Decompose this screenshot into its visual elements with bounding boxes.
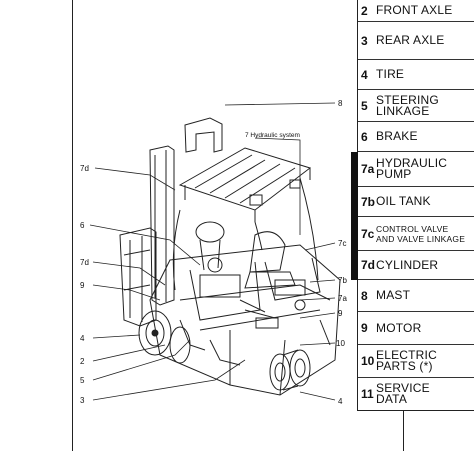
tab-label: OIL TANK [376,194,431,208]
forklift-diagram: 8 7 Hydraulic system 7d 6 7d 9 4 2 5 3 7… [80,99,347,406]
tab-label: CYLINDER [376,257,439,272]
tab-column-bottom [357,410,474,411]
tab-number: 5 [361,98,368,113]
callout-6: 6 [80,221,85,230]
tab-brake[interactable]: 6 BRAKE [358,122,474,152]
caption-hydraulic-system: 7 Hydraulic system [245,132,300,139]
tab-number: 7c [361,226,375,241]
tab-label-line1: SERVICE [376,381,430,395]
tab-number: 4 [361,67,368,82]
callout-7d-top: 7d [80,164,89,173]
tab-label-line1: STEERING [376,92,439,107]
tab-number: 11 [361,387,374,401]
chassis-drawing [149,244,341,396]
callout-7c: 7c [338,239,346,248]
tab-number: 7b [361,194,376,209]
tab-number: 10 [361,354,375,368]
tab-label-line2: PARTS (*) [376,359,433,373]
callout-4-left: 4 [80,334,85,343]
callout-10: 10 [336,339,345,348]
wheels-drawing [138,310,311,391]
tab-rear-axle[interactable]: 3 REAR AXLE [358,22,474,60]
seat-steering-drawing [195,221,296,289]
tab-label: BRAKE [376,129,418,143]
mast-drawing [119,117,223,327]
tab-mast[interactable]: 8 MAST [358,280,474,312]
tab-label-line1: CONTROL VALVE [376,223,449,234]
callout-2: 2 [80,357,85,366]
tab-label: MOTOR [376,320,422,335]
tab-label: MAST [376,288,411,302]
hydraulic-section-marker [351,152,358,280]
tab-oil-tank[interactable]: 7b OIL TANK [358,187,474,217]
callout-labels: 8 7 Hydraulic system 7d 6 7d 9 4 2 5 3 7… [80,99,347,406]
callout-9-left: 9 [80,281,85,290]
bottom-stem-line [403,410,404,451]
tab-label: TIRE [376,67,405,81]
overhead-guard-drawing [172,147,319,291]
tab-label-line2: PUMP [376,167,412,181]
tab-label: REAR AXLE [376,33,445,47]
left-border-line [72,0,73,451]
callout-4-bottom: 4 [338,397,343,406]
callout-3: 3 [80,396,85,405]
leader-lines [89,102,336,401]
tab-number: 7d [361,258,376,272]
tab-tire[interactable]: 4 TIRE [358,60,474,90]
tab-number: 9 [361,321,368,335]
callout-7b: 7b [338,276,347,285]
tab-label-line2: DATA [376,392,408,406]
tab-number: 6 [361,129,368,144]
tab-front-axle[interactable]: 2 FRONT AXLE [358,0,474,22]
tab-number: 3 [361,33,368,48]
tab-label: FRONT AXLE [376,3,453,17]
tab-number: 7a [361,162,375,176]
tab-label-line1: HYDRAULIC [376,156,448,170]
callout-8: 8 [338,99,343,108]
tab-cylinder[interactable]: 7d CYLINDER [358,251,474,280]
tab-number: 8 [361,288,368,303]
tab-number: 2 [361,3,368,18]
callout-7a: 7a [338,294,347,303]
tab-label-line2: LINKAGE [376,103,430,118]
tab-label-line1: ELECTRIC [376,348,437,362]
callout-9-right: 9 [338,309,343,318]
tab-motor[interactable]: 9 MOTOR [358,312,474,345]
callout-7d-mid: 7d [80,258,89,267]
callout-5: 5 [80,376,85,385]
tab-label-line2: AND VALVE LINKAGE [376,233,466,244]
